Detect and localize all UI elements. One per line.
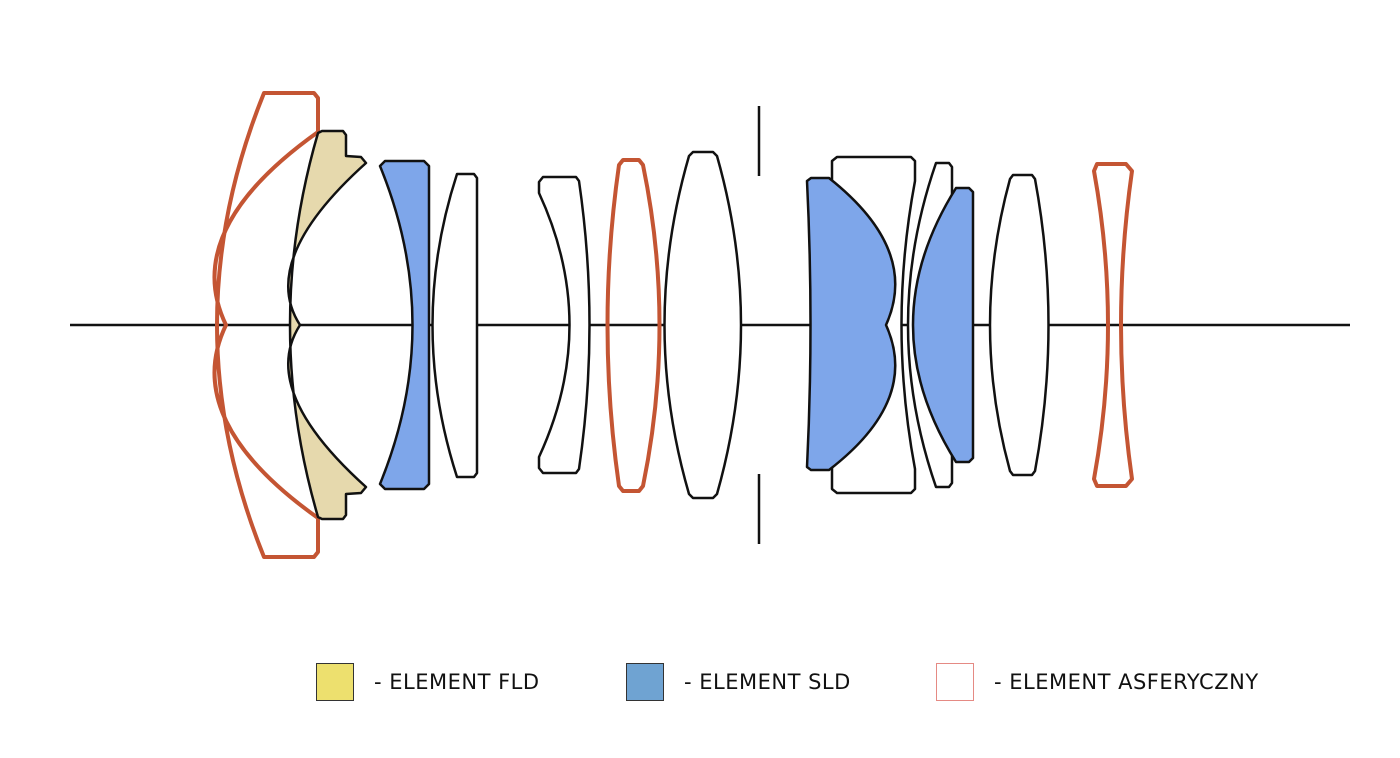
fld-swatch <box>316 663 354 701</box>
lens-element-5 <box>537 175 591 475</box>
lens-element-11-sld <box>911 186 975 464</box>
lens-element-2-fld <box>287 129 368 521</box>
legend-label-aspherical: - ELEMENT ASFERYCZNY <box>994 670 1259 694</box>
lens-element-13-aspherical <box>1092 162 1134 488</box>
lens-element-1-aspherical <box>212 91 320 559</box>
lens-element-9-sld <box>805 176 897 472</box>
lens-element-3-sld <box>378 159 431 491</box>
sld-swatch <box>626 663 664 701</box>
lens-element-12 <box>988 173 1050 477</box>
legend-item-fld: - ELEMENT FLD <box>316 662 540 702</box>
legend-item-sld: - ELEMENT SLD <box>626 662 851 702</box>
lens-element-7 <box>663 150 743 500</box>
lens-element-6-aspherical <box>605 158 662 493</box>
legend-label-fld: - ELEMENT FLD <box>374 670 540 694</box>
lens-element-4 <box>431 172 479 479</box>
aspherical-swatch <box>936 663 974 701</box>
legend-item-aspherical: - ELEMENT ASFERYCZNY <box>936 662 1259 702</box>
legend-label-sld: - ELEMENT SLD <box>684 670 851 694</box>
